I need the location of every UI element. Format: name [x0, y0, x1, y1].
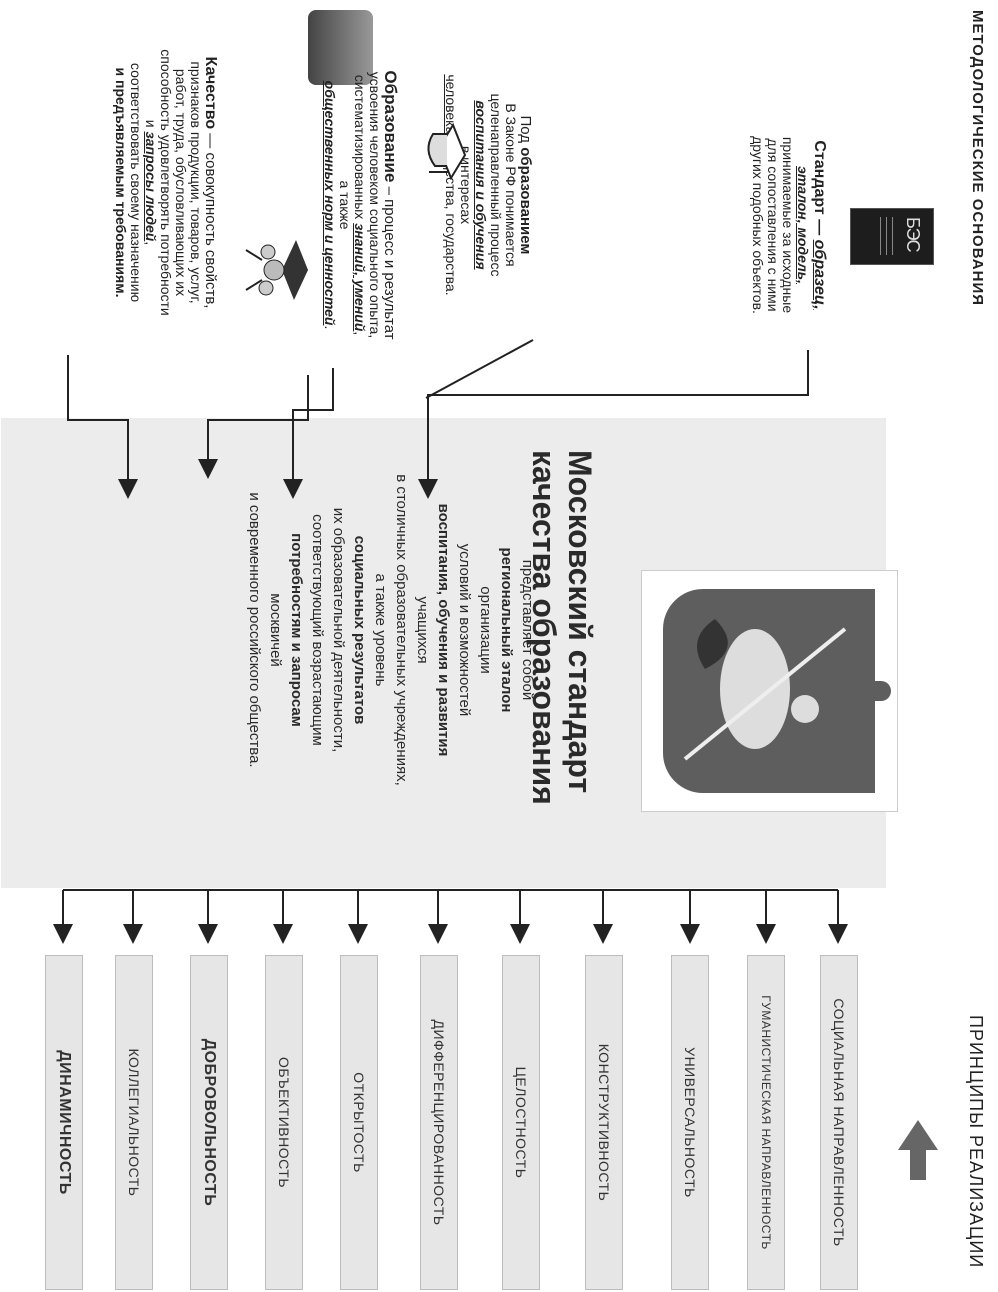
arrow-quality — [67, 355, 138, 499]
principle-integrity: ЦЕЛОСТНОСТЬ — [502, 955, 540, 1290]
principle-collegiality: КОЛЛЕГИАЛЬНОСТЬ — [115, 955, 153, 1290]
arrow-obraz-2 — [198, 375, 309, 479]
principle-objectivity: ОБЪЕКТИВНОСТЬ — [265, 955, 303, 1290]
principle-voluntariness: ДОБРОВОЛЬНОСТЬ — [190, 955, 228, 1290]
principles-arrow-icon — [898, 1120, 938, 1180]
principle-universality: УНИВЕРСАЛЬНОСТЬ — [671, 955, 709, 1290]
principle-constructiveness: КОНСТРУКТИВНОСТЬ — [585, 955, 623, 1290]
graduate-figure-icon — [245, 240, 308, 300]
arrow-standard — [418, 350, 809, 499]
principle-social: СОЦИАЛЬНАЯ НАПРАВЛЕННОСТЬ — [820, 955, 858, 1290]
graduation-cap-icon — [427, 122, 467, 180]
st-george-shield-icon — [663, 589, 875, 793]
arrow-obraz — [283, 368, 334, 499]
principle-humanistic: ГУМАНИСТИЧЕСКАЯ НАПРАВЛЕННОСТЬ — [747, 955, 785, 1290]
principle-dynamism: ДИНАМИЧНОСТЬ — [45, 955, 83, 1290]
arrow-education — [425, 339, 534, 399]
principle-openness: ОТКРЫТОСТЬ — [340, 955, 378, 1290]
principle-differentiation: ДИФФЕРЕНЦИРОВАННОСТЬ — [420, 955, 458, 1290]
moscow-coat-of-arms — [641, 570, 898, 812]
